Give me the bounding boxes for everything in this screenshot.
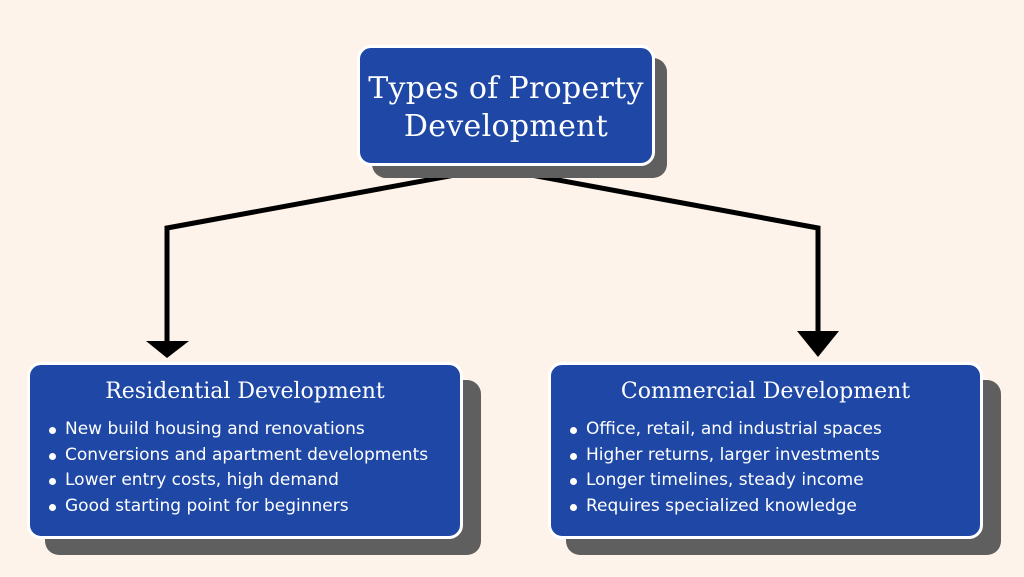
list-item: Requires specialized knowledge <box>569 494 970 520</box>
connector-left <box>164 165 494 345</box>
root-node-title: Types of Property Development <box>360 70 652 146</box>
list-item: Conversions and apartment developments <box>48 443 450 469</box>
list-item: Office, retail, and industrial spaces <box>569 417 970 443</box>
connector-right <box>492 165 821 332</box>
commercial-card-title: Commercial Development <box>620 379 911 404</box>
list-item: Lower entry costs, high demand <box>48 468 450 494</box>
arrowhead-right <box>797 331 839 357</box>
residential-card-title: Residential Development <box>105 379 385 404</box>
list-item: Longer timelines, steady income <box>569 468 970 494</box>
list-item: New build housing and renovations <box>48 417 450 443</box>
root-node: Types of Property Development <box>357 45 655 166</box>
root-node-title-text: Types of Property Development <box>368 71 644 144</box>
arrowhead-left <box>146 341 189 358</box>
list-item: Good starting point for beginners <box>48 494 450 520</box>
list-item: Higher returns, larger investments <box>569 443 970 469</box>
commercial-card: Commercial Development Office, retail, a… <box>548 362 983 539</box>
residential-card: Residential Development New build housin… <box>27 362 463 539</box>
residential-card-list: New build housing and renovations Conver… <box>48 417 450 519</box>
commercial-card-list: Office, retail, and industrial spaces Hi… <box>569 417 970 519</box>
